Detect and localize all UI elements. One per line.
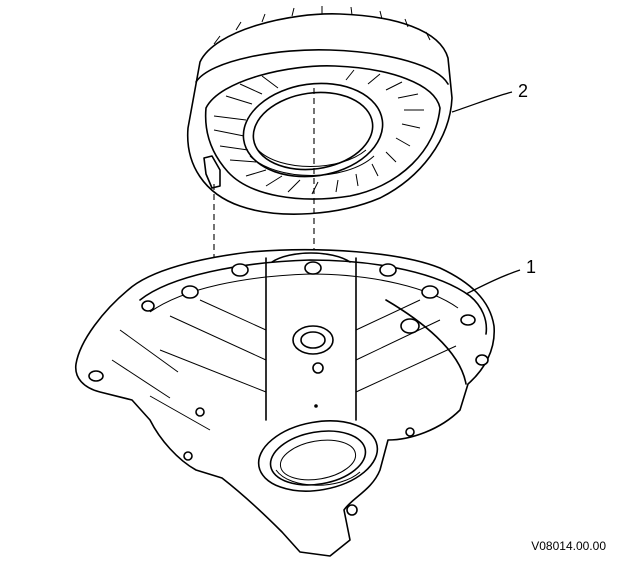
callout-2-label: 2: [518, 81, 528, 101]
figure-code: V08014.00.00: [531, 539, 606, 553]
part-1-housing: [75, 248, 495, 557]
callout-1-leader: [465, 269, 521, 295]
callout-1-label: 1: [526, 257, 536, 277]
callout-1: 1: [465, 257, 536, 295]
part-2-ring-cover: [186, 6, 453, 215]
callout-2-leader: [451, 91, 513, 113]
callout-2: 2: [451, 81, 528, 113]
